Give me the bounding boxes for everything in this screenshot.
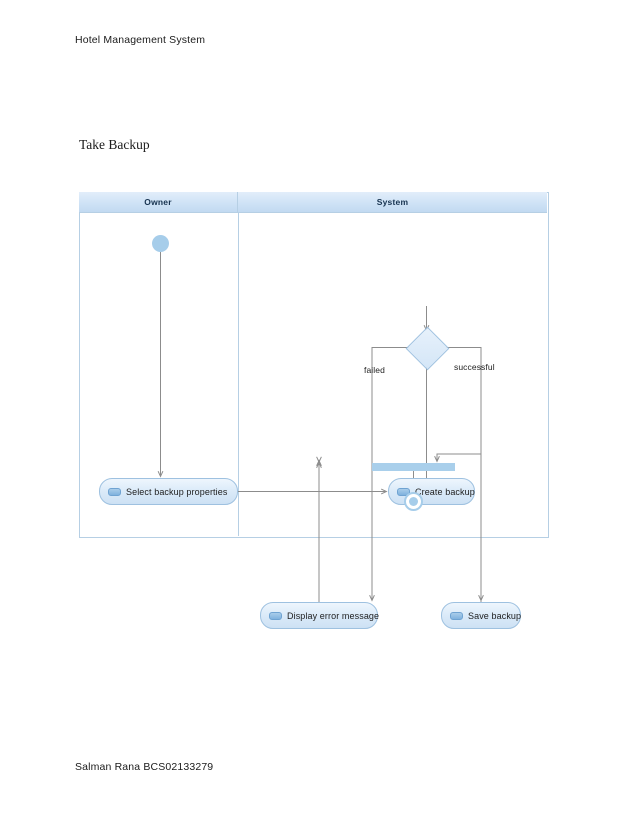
activity-node-label: Select backup properties <box>126 486 228 497</box>
edge-label-successful: successful <box>454 362 495 372</box>
merge-bar[interactable] <box>372 463 455 471</box>
action-pill-icon <box>269 611 282 620</box>
action-pill-icon <box>450 611 463 620</box>
swimlane-label-owner: Owner <box>144 197 172 207</box>
initial-node[interactable] <box>152 235 169 252</box>
edge-layer-main <box>316 306 430 469</box>
final-node[interactable] <box>404 492 423 511</box>
activity-node-create-backup[interactable]: Create backup <box>388 478 475 505</box>
action-pill-icon <box>108 487 121 496</box>
document-footer: Salman Rana BCS02133279 <box>75 761 214 773</box>
edge-label-failed: failed <box>364 365 385 375</box>
activity-node-save-backup[interactable]: Save backup <box>441 602 521 629</box>
swimlane-divider <box>238 213 239 536</box>
diagram-title: Take Backup <box>79 137 150 152</box>
activity-node-label: Display error message <box>287 610 380 621</box>
edge-decision-to-display <box>369 347 412 602</box>
swimlane-header-owner: Owner <box>79 192 238 213</box>
activity-diagram: Owner System <box>79 192 549 629</box>
activity-node-select-backup-properties[interactable]: Select backup properties <box>99 478 238 505</box>
action-pill-icon <box>397 487 410 496</box>
document-header: Hotel Management System <box>75 34 206 46</box>
swimlane-label-system: System <box>376 197 409 207</box>
activity-node-display-error-message[interactable]: Display error message <box>260 602 380 629</box>
activity-node-label: Save backup <box>468 610 522 621</box>
swimlane-header-system: System <box>238 192 547 213</box>
edge-save-to-join <box>434 453 482 629</box>
activity-node-label: Create backup <box>415 486 475 497</box>
